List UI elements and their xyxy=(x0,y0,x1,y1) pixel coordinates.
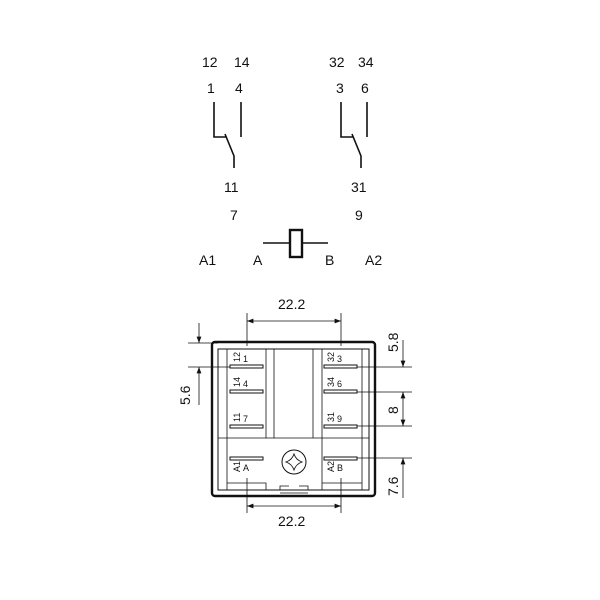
relay-outline xyxy=(210,340,377,498)
pin-b: B xyxy=(325,252,334,268)
relay-body-lines xyxy=(218,349,369,494)
coil-symbol xyxy=(288,228,304,259)
dimensions: 22.2 22.2 5.6 5.8 8 7.6 xyxy=(177,296,412,529)
dim-top-width-label: 22.2 xyxy=(278,296,305,312)
terminal-12: 12 xyxy=(202,54,218,70)
pin-bars-left xyxy=(229,364,264,461)
pin-4: 4 xyxy=(235,80,243,96)
dim-right-bottom-label: 7.6 xyxy=(385,476,401,496)
fp-pin-6: 6 xyxy=(337,379,342,389)
fp-terminal-14: 14 xyxy=(232,377,242,387)
fp-terminal-a1: A1 xyxy=(232,461,242,472)
terminal-a2: A2 xyxy=(365,252,382,268)
pin-a: A xyxy=(253,252,263,268)
fp-terminal-12: 12 xyxy=(232,352,242,362)
dim-bottom-width-label: 22.2 xyxy=(278,513,305,529)
fp-pin-1: 1 xyxy=(243,354,248,364)
schematic: 12 14 1 4 11 7 32 34 3 6 31 9 A1 A B A2 xyxy=(199,54,382,268)
fp-pin-a: A xyxy=(243,463,249,473)
fp-terminal-32: 32 xyxy=(326,352,336,362)
fp-pin-7: 7 xyxy=(243,414,248,424)
pin-1: 1 xyxy=(207,80,215,96)
fp-terminal-31: 31 xyxy=(326,412,336,422)
fp-terminal-11: 11 xyxy=(232,413,242,422)
pin-6: 6 xyxy=(361,80,369,96)
fp-terminal-34: 34 xyxy=(326,377,336,387)
screw-icon xyxy=(281,449,307,475)
terminal-a1: A1 xyxy=(199,252,216,268)
terminal-14: 14 xyxy=(234,54,250,70)
fp-terminal-a2: A2 xyxy=(326,461,336,472)
pin-9: 9 xyxy=(355,207,363,223)
footprint: 12 1 14 4 11 7 A1 A 32 3 34 6 31 9 A2 B xyxy=(210,340,377,498)
dim-left-label: 5.6 xyxy=(177,385,193,405)
contact-right-symbol xyxy=(340,102,368,168)
contact-left-symbol xyxy=(213,102,242,168)
dim-right-mid-label: 8 xyxy=(385,406,401,414)
terminal-31: 31 xyxy=(351,179,367,195)
pin-3: 3 xyxy=(336,80,344,96)
fp-pin-3: 3 xyxy=(337,354,342,364)
pin-bars-right xyxy=(323,364,358,461)
terminal-32: 32 xyxy=(329,54,345,70)
relay-inner-outline xyxy=(217,348,370,491)
terminal-11: 11 xyxy=(224,179,239,195)
fp-pin-4: 4 xyxy=(243,379,248,389)
fp-pin-9: 9 xyxy=(337,414,342,424)
fp-pin-b: B xyxy=(337,463,343,473)
terminal-34: 34 xyxy=(358,54,374,70)
dim-right-top-label: 5.8 xyxy=(385,332,401,352)
pin-7: 7 xyxy=(230,207,238,223)
